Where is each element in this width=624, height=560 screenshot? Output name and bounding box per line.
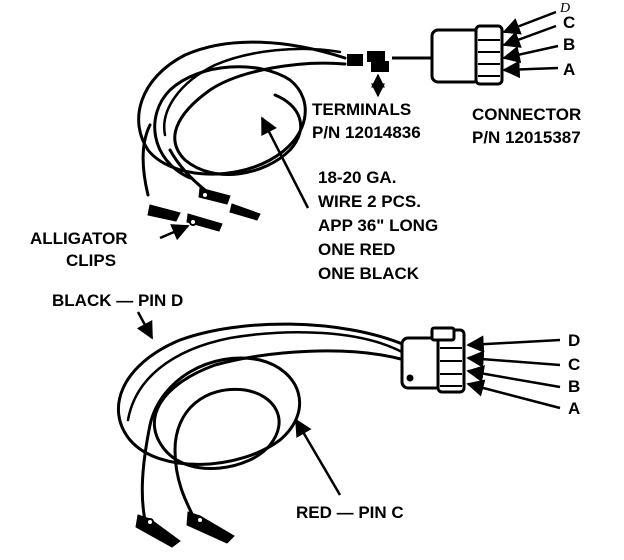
top-figure (137, 40, 347, 197)
bottom-wire-red (153, 349, 407, 522)
bottom-wire-third (126, 330, 404, 422)
top-alligator-clips (147, 187, 261, 232)
black-label-arrow (136, 311, 154, 340)
top-terminals (347, 51, 389, 98)
bottom-pin-c-label: C (568, 355, 580, 374)
bottom-arrow-d (466, 335, 561, 353)
top-arrow-d (502, 10, 557, 35)
top-pin-a-label: A (563, 60, 575, 79)
bottom-clip-1 (135, 514, 181, 548)
connector-part-number: P/N 12015387 (472, 128, 581, 147)
bottom-arrow-c (466, 350, 561, 368)
terminals-part-number: P/N 12014836 (312, 123, 421, 142)
bottom-connector-latch (430, 326, 456, 342)
top-pin-b-label: B (563, 35, 575, 54)
top-arrow-c (502, 24, 557, 48)
top-clip-1 (147, 204, 181, 222)
bottom-clip-2 (186, 511, 235, 544)
bottom-clip-pivot-2 (196, 516, 204, 524)
bottom-pin-arrows (466, 335, 561, 410)
top-wire-coil-outer (137, 40, 347, 180)
black-pin-d-label: BLACK — PIN D (52, 291, 183, 310)
top-connector-body (430, 28, 482, 84)
top-clip-2 (186, 213, 223, 232)
red-pin-c-label: RED — PIN C (296, 503, 404, 522)
wire-spec-line-3: APP 36" LONG (318, 216, 438, 235)
bottom-figure (116, 322, 407, 522)
wire-spec-line-4: ONE RED (318, 240, 395, 259)
bottom-arrow-b (466, 365, 561, 389)
wire-spec-line-5: ONE BLACK (318, 264, 420, 283)
bottom-pin-b-label: B (568, 377, 580, 396)
terminals-label: TERMINALS (312, 100, 411, 119)
red-label-arrow (294, 418, 342, 496)
clips-arrow (159, 224, 190, 241)
wire-spec-line-2: WIRE 2 PCS. (318, 192, 421, 211)
wire-spec-line-1: 18-20 GA. (318, 168, 396, 187)
top-pin-arrows (502, 10, 559, 79)
top-wire-lead-2 (168, 148, 207, 192)
terminal-2 (367, 51, 385, 62)
top-pin-d-label: D (559, 1, 570, 16)
bottom-wire-black (116, 322, 407, 522)
top-clip-4 (229, 203, 261, 221)
bottom-connector (400, 326, 466, 394)
terminal-1 (347, 54, 363, 66)
top-connector (430, 24, 504, 86)
top-arrow-a (502, 60, 559, 79)
wire-spec-arrow (260, 116, 310, 209)
bottom-alligator-clips (135, 511, 235, 548)
top-clip-pivot-1 (201, 191, 209, 199)
top-wire-coil-inner (173, 61, 347, 176)
clips-label-line-1: ALLIGATOR (30, 229, 128, 248)
top-wire-lead-1 (141, 123, 152, 197)
top-arrow-b (502, 44, 559, 64)
bottom-arrow-a (466, 379, 561, 410)
bottom-pin-a-label: A (568, 399, 580, 418)
top-clip-pivot-2 (189, 218, 197, 226)
top-callout-arrows (159, 116, 310, 241)
top-wire-coil-third (162, 47, 342, 137)
bottom-callout-arrows (136, 311, 342, 496)
bottom-pin-d-label: D (568, 331, 580, 350)
terminal-3 (371, 61, 389, 72)
top-pin-c-label: C (563, 13, 575, 32)
clips-label-line-2: CLIPS (66, 251, 116, 270)
bottom-clip-pivot-1 (146, 518, 154, 526)
connector-label: CONNECTOR (472, 105, 581, 124)
